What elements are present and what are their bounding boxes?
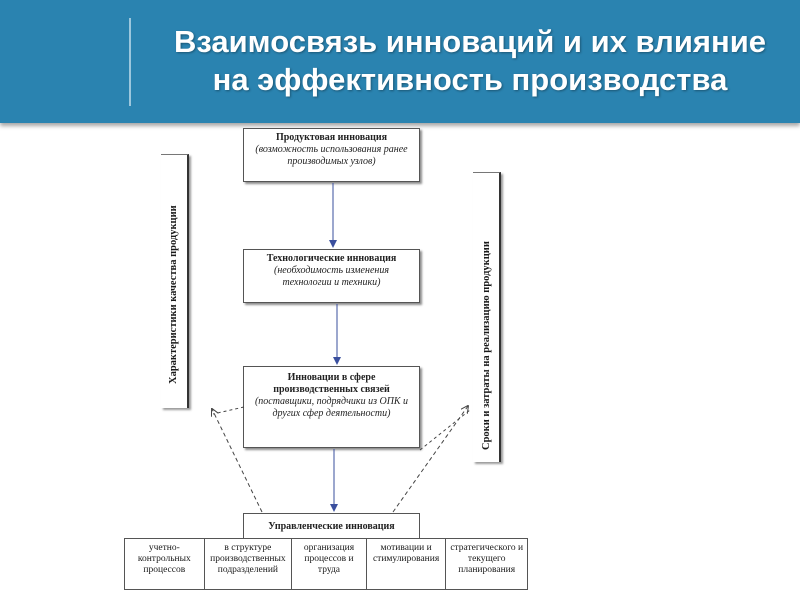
product-innovation-title: Продуктовая инновация bbox=[275, 132, 388, 143]
management-area-cell: учетно-контрольных процессов bbox=[125, 539, 205, 589]
slide-header: Взаимосвязь инноваций и их влияние на эф… bbox=[0, 0, 800, 123]
management-area-cell: в структуре производственных подразделен… bbox=[205, 539, 293, 589]
technological-innovation-subtitle: (необходимость изменения технологии и те… bbox=[274, 265, 389, 288]
arrow-relations-to-time bbox=[419, 409, 471, 451]
production-relations-subtitle: (поставщики, подрядчики из ОПК и других … bbox=[254, 396, 409, 419]
technological-innovation-title: Технологические инновация bbox=[266, 253, 397, 264]
product-innovation-subtitle: (возможность использования ранее произво… bbox=[255, 144, 408, 167]
management-innovation-title: Управленческие инновация bbox=[268, 521, 395, 532]
management-area-cell: организация процессов и труда bbox=[292, 539, 367, 589]
management-innovation-box: Управленческие инновация bbox=[243, 513, 420, 539]
production-relations-title: Инновации в сфере производственных связе… bbox=[273, 372, 390, 395]
time-cost-label: Сроки и затраты на реализацию продукции bbox=[481, 241, 492, 450]
slide-title: Взаимосвязь инноваций и их влияние на эф… bbox=[174, 24, 766, 97]
production-relations-box: Инновации в сфере производственных связе… bbox=[243, 366, 420, 448]
arrow-relations-to-quality bbox=[212, 406, 245, 415]
technological-innovation-box: Технологические инновация (необходимость… bbox=[243, 249, 420, 303]
management-area-cell: стратегического и текущего планирования bbox=[450, 543, 524, 575]
quality-label: Характеристики качества продукции bbox=[168, 205, 179, 384]
product-innovation-box: Продуктовая инновация (возможность испол… bbox=[243, 128, 420, 182]
management-area-cell: мотивации и стимулирования bbox=[367, 539, 447, 589]
time-cost-bracket bbox=[473, 172, 501, 462]
management-areas-row: учетно-контрольных процессов в структуре… bbox=[124, 538, 528, 590]
quality-bracket bbox=[161, 154, 189, 408]
header-divider bbox=[129, 18, 131, 106]
